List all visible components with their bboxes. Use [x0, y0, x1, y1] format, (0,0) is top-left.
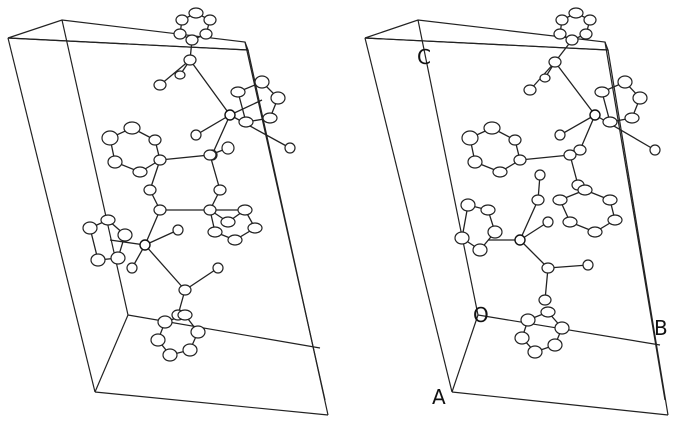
- left-stereo-view: [7, 7, 329, 416]
- left-molecule-atoms: [82, 7, 296, 362]
- right-molecule-atoms: [454, 7, 661, 359]
- origin-label: O: [473, 303, 489, 327]
- axis-label-b: B: [654, 316, 668, 340]
- axis-label-a: A: [432, 385, 446, 409]
- right-unit-cell: [364, 19, 669, 416]
- axis-label-c: C: [417, 45, 431, 69]
- right-stereo-view: C O B A: [364, 7, 669, 416]
